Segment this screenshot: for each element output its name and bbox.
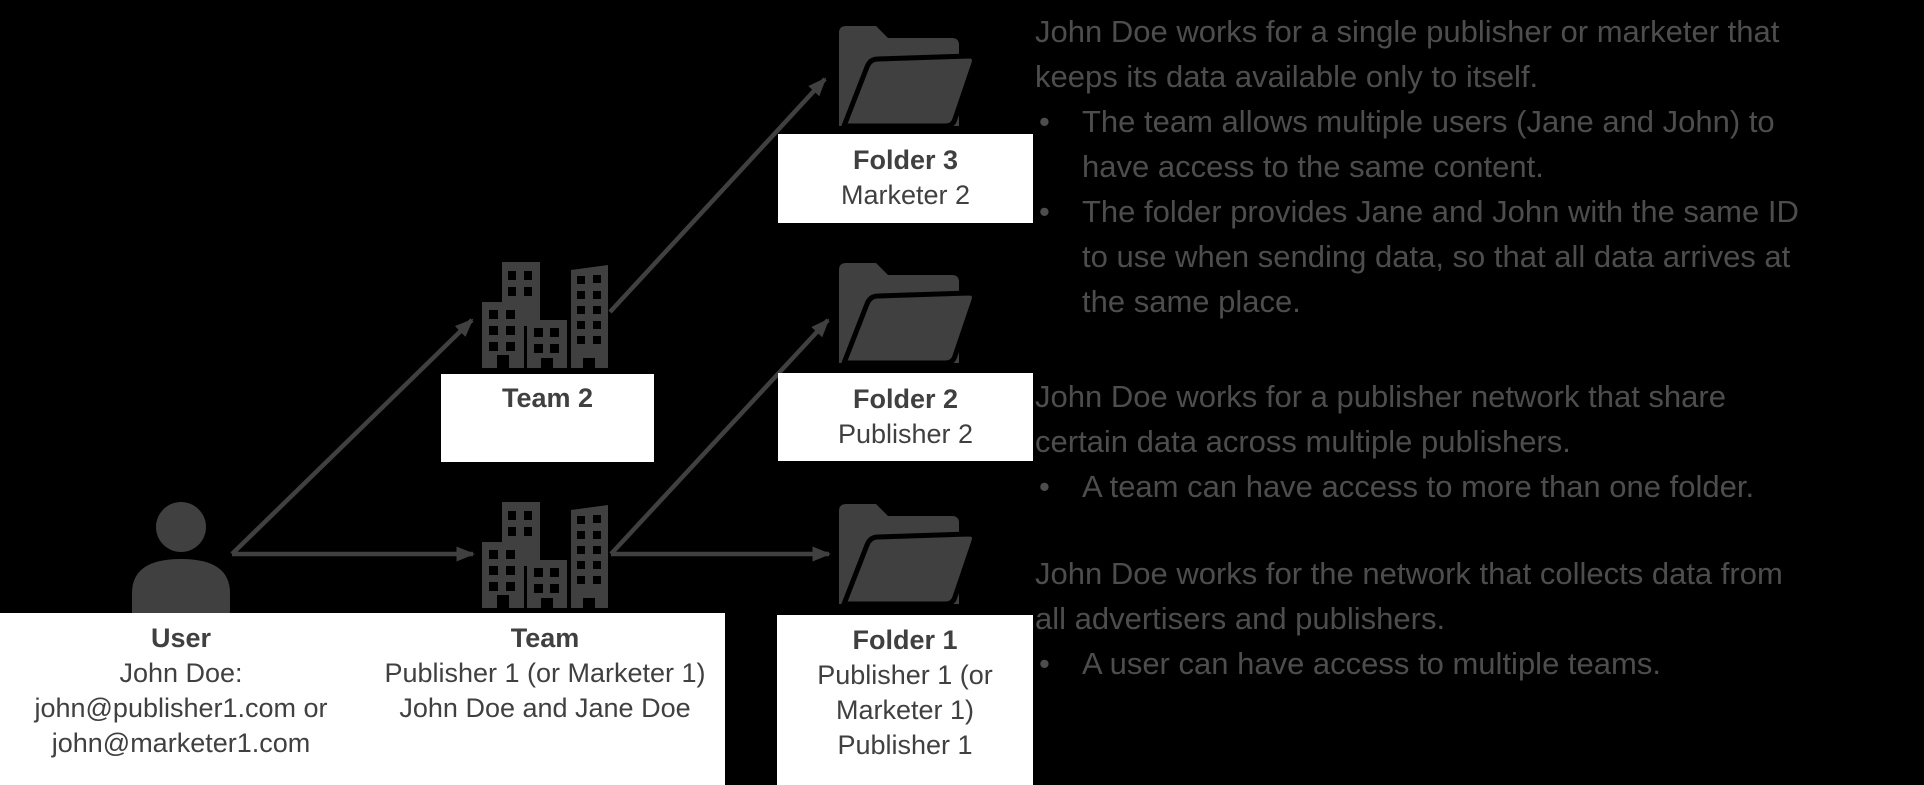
bullet-line: have access to the same content. (1082, 149, 1544, 184)
folder2-title: Folder 2 (852, 384, 959, 414)
team-title: Team (510, 623, 580, 653)
annotation-section-1: John Doe works for a single publisher or… (1035, 9, 1924, 324)
folder-icon (837, 500, 977, 604)
team2-title: Team 2 (501, 383, 594, 413)
folder1-line: Publisher 1 (837, 730, 973, 760)
folder1-title: Folder 1 (852, 625, 958, 655)
folder-icon (837, 259, 977, 363)
annotation-intro-line: John Doe works for the network that coll… (1035, 556, 1783, 591)
annotation-intro-line: John Doe works for a publisher network t… (1035, 379, 1726, 414)
folder1-line: Marketer 1) (835, 695, 975, 725)
team-line: Publisher 1 (or Marketer 1) (384, 658, 706, 688)
team2-label-box: Team 2 (441, 374, 654, 462)
folder2-label-box: Folder 2 Publisher 2 (778, 373, 1033, 461)
user-line: john@marketer1.com (51, 728, 311, 758)
annotation-intro-line: all advertisers and publishers. (1035, 601, 1446, 636)
folder2-subtitle: Publisher 2 (837, 419, 974, 449)
team-label-block: Team Publisher 1 (or Marketer 1) John Do… (357, 621, 733, 726)
annotation-section-3: John Doe works for the network that coll… (1035, 551, 1924, 686)
folder3-label-box: Folder 3 Marketer 2 (778, 134, 1033, 223)
team-line: John Doe and Jane Doe (399, 693, 691, 723)
annotation-section-2: John Doe works for a publisher network t… (1035, 374, 1924, 509)
bullet-line: A team can have access to more than one … (1082, 469, 1755, 504)
user-label-block: User John Doe: john@publisher1.com or jo… (16, 621, 346, 761)
arrow-team1-to-folder2 (609, 318, 830, 556)
bullet-line: to use when sending data, so that all da… (1082, 239, 1791, 274)
person-icon (132, 502, 230, 613)
buildings-icon (482, 502, 608, 608)
folder-icon (837, 22, 977, 126)
bullet-item: • The team allows multiple users (Jane a… (1035, 99, 1924, 189)
bullet-line: The team allows multiple users (Jane and… (1082, 104, 1775, 139)
bullet-item: • A user can have access to multiple tea… (1035, 641, 1924, 686)
user-line: John Doe: (119, 658, 243, 688)
user-title: User (150, 623, 212, 653)
folder3-subtitle: Marketer 2 (840, 180, 971, 210)
bullet-glyph: • (1039, 104, 1050, 139)
bullet-item: • A team can have access to more than on… (1035, 464, 1924, 509)
bottom-label-strip (0, 613, 725, 785)
folder3-title: Folder 3 (852, 145, 959, 175)
bullet-line: the same place. (1082, 284, 1301, 319)
arrow-user-to-team2 (230, 318, 474, 556)
buildings-icon (482, 262, 608, 368)
bullet-glyph: • (1039, 194, 1050, 229)
annotation-intro-line: keeps its data available only to itself. (1035, 59, 1539, 94)
folder1-label-box: Folder 1 Publisher 1 (or Marketer 1) Pub… (777, 615, 1033, 785)
bullet-glyph: • (1039, 646, 1050, 681)
user-line: john@publisher1.com or (34, 693, 328, 723)
bullet-item: • The folder provides Jane and John with… (1035, 189, 1924, 324)
folder1-line: Publisher 1 (or (817, 660, 993, 690)
arrow-team2-to-folder3 (608, 77, 827, 314)
bullet-line: A user can have access to multiple teams… (1082, 646, 1661, 681)
annotation-intro-line: John Doe works for a single publisher or… (1035, 14, 1780, 49)
bullet-line: The folder provides Jane and John with t… (1082, 194, 1799, 229)
annotation-intro-line: certain data across multiple publishers. (1035, 424, 1571, 459)
bullet-glyph: • (1039, 469, 1050, 504)
